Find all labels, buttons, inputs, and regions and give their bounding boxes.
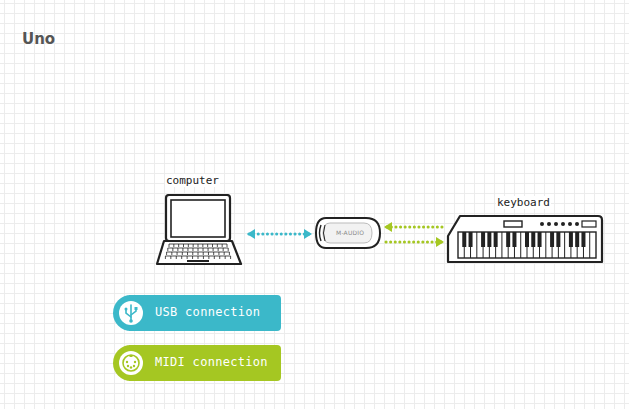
dotted-connector — [249, 233, 310, 236]
node-label: computer — [165, 174, 220, 187]
legend-label: USB connection — [155, 305, 260, 319]
midi-icon — [117, 349, 145, 377]
keyboard-illustration — [446, 214, 604, 266]
keyboard-node: keyboard — [446, 196, 604, 266]
interface-node: M-AUDIO — [314, 216, 382, 250]
diagram-title: Uno — [22, 30, 55, 48]
laptop-node: computer — [155, 174, 245, 268]
laptop-illustration — [155, 194, 245, 268]
legend-swatch: MIDI connection — [129, 345, 281, 381]
legend-label: MIDI connection — [155, 355, 268, 369]
legend-swatch: USB connection — [129, 295, 281, 331]
node-label: keyboard — [496, 196, 551, 209]
node-label: M-AUDIO — [336, 229, 364, 236]
dotted-connector — [386, 241, 442, 244]
usb-icon — [117, 299, 145, 327]
dotted-connector — [386, 226, 442, 229]
